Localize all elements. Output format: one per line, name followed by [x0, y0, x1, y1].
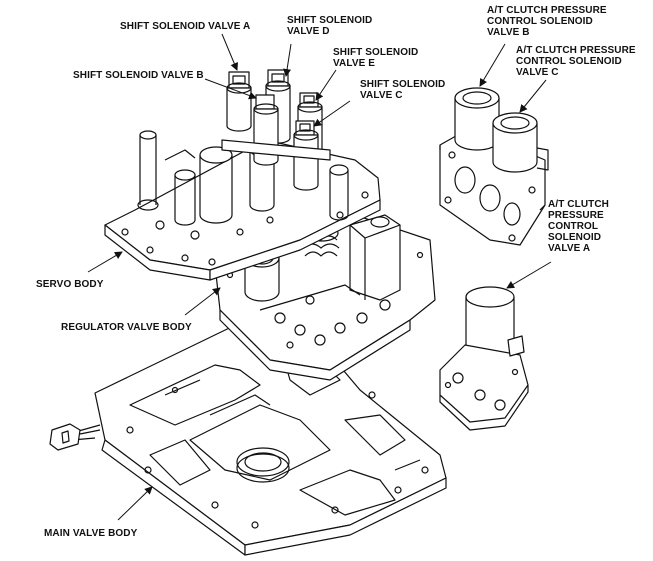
at-clutch-solenoid-bc-drawing: [439, 87, 549, 246]
label-at-clutch-pressure-control-solenoid-valve-a: A/T CLUTCH PRESSURE CONTROL SOLENOID VAL…: [548, 199, 609, 254]
shift-solenoid-cluster-drawing: [221, 69, 331, 191]
label-shift-solenoid-valve-d: SHIFT SOLENOID VALVE D: [287, 15, 373, 37]
label-shift-solenoid-valve-c: SHIFT SOLENOID VALVE C: [360, 79, 446, 101]
label-shift-solenoid-valve-a: SHIFT SOLENOID VALVE A: [120, 21, 251, 32]
label-at-clutch-pressure-control-solenoid-valve-c: A/T CLUTCH PRESSURE CONTROL SOLENOID VAL…: [516, 45, 636, 78]
label-shift-solenoid-valve-b: SHIFT SOLENOID VALVE B: [73, 70, 204, 81]
at-clutch-solenoid-a-drawing: [439, 286, 529, 431]
label-at-clutch-pressure-control-solenoid-valve-b: A/T CLUTCH PRESSURE CONTROL SOLENOID VAL…: [487, 5, 607, 38]
label-servo-body: SERVO BODY: [36, 279, 104, 290]
leader-lines: [87, 33, 552, 521]
label-main-valve-body: MAIN VALVE BODY: [44, 528, 138, 539]
main-valve-body-drawing: [49, 317, 447, 556]
label-regulator-valve-body: REGULATOR VALVE BODY: [61, 322, 192, 333]
label-shift-solenoid-valve-e: SHIFT SOLENOID VALVE E: [333, 47, 419, 69]
